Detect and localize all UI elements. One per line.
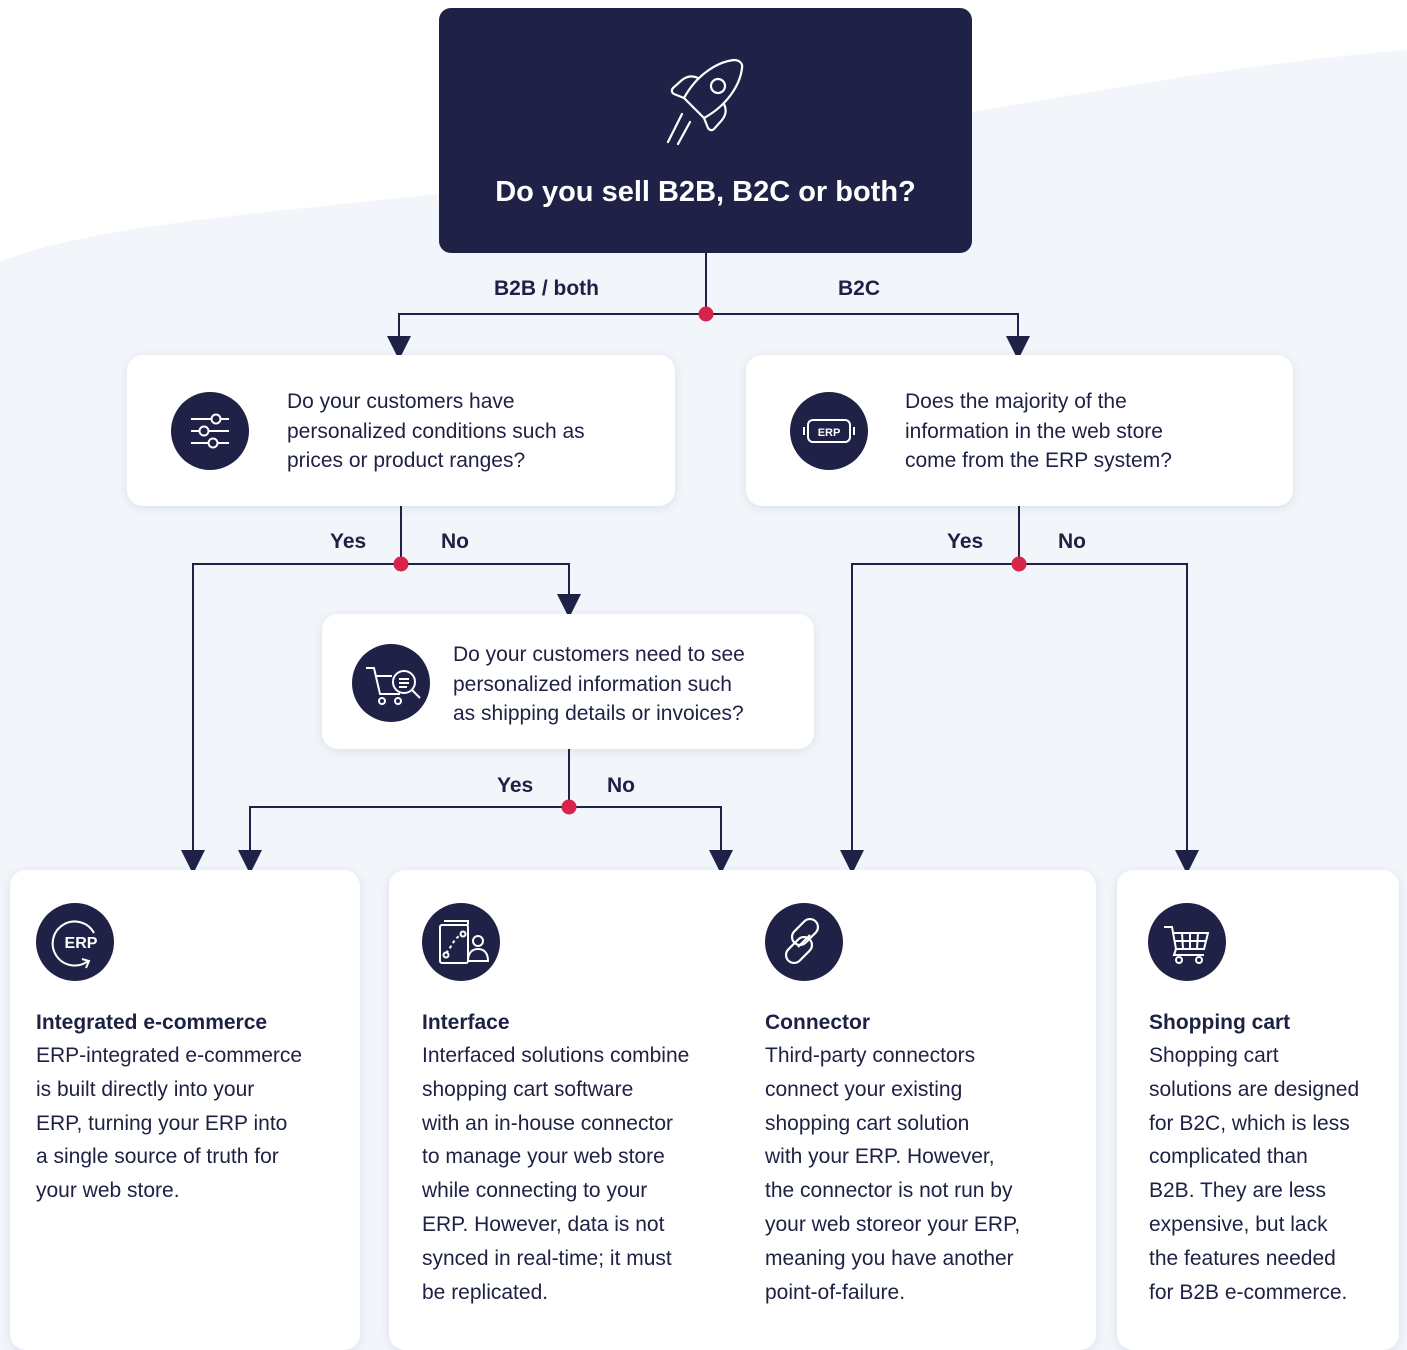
- junction-dot: [1011, 556, 1027, 572]
- junction-dot: [561, 799, 577, 815]
- branch-label-yes: Yes: [330, 530, 367, 553]
- branch-label-no: No: [1058, 530, 1086, 553]
- root-question: Do you sell B2B, B2C or both?: [495, 176, 916, 208]
- result-description: Shopping cart solutions are designed for…: [1149, 1044, 1360, 1304]
- question-card-info: Do your customers need to see personaliz…: [322, 614, 814, 749]
- root-question-box: Do you sell B2B, B2C or both?: [439, 8, 972, 253]
- cart-search-icon: [352, 644, 430, 722]
- svg-text:ERP: ERP: [818, 427, 841, 439]
- question-text: Do your customers have personalized cond…: [287, 390, 585, 472]
- result-title: Integrated e-commerce: [36, 1011, 268, 1034]
- branch-label-b2c: B2C: [838, 277, 881, 300]
- question-text: Does the majority of the information in …: [905, 390, 1172, 472]
- result-card-interface-connector: [389, 870, 1096, 1350]
- question-card-conditions: Do your customers have personalized cond…: [127, 355, 675, 506]
- branch-label-no: No: [441, 530, 469, 553]
- junction-dot: [393, 556, 409, 572]
- chain-link-icon: [765, 903, 843, 981]
- question-text: Do your customers need to see personaliz…: [453, 643, 745, 725]
- result-description: Interfaced solutions combine shopping ca…: [422, 1044, 690, 1304]
- branch-label-b2b: B2B / both: [494, 277, 599, 300]
- result-title: Interface: [422, 1011, 510, 1034]
- result-title: Connector: [765, 1011, 870, 1034]
- result-description: ERP-integrated e-commerce is built direc…: [36, 1044, 303, 1203]
- question-card-erp: ERP Does the majority of the information…: [746, 355, 1293, 506]
- branch-label-no: No: [607, 774, 635, 797]
- result-title: Shopping cart: [1149, 1011, 1291, 1034]
- interface-document-icon: [422, 903, 500, 981]
- branch-label-yes: Yes: [497, 774, 534, 797]
- branch-label-yes: Yes: [947, 530, 984, 553]
- erp-cycle-icon: ERP: [36, 903, 114, 981]
- erp-badge-icon: ERP: [790, 392, 868, 470]
- shopping-cart-icon: [1148, 903, 1226, 981]
- rocket-icon: [666, 58, 744, 146]
- sliders-icon: [171, 392, 249, 470]
- junction-dot: [698, 306, 714, 322]
- result-description: Third-party connectors connect your exis…: [765, 1044, 1021, 1304]
- svg-text:ERP: ERP: [65, 935, 98, 952]
